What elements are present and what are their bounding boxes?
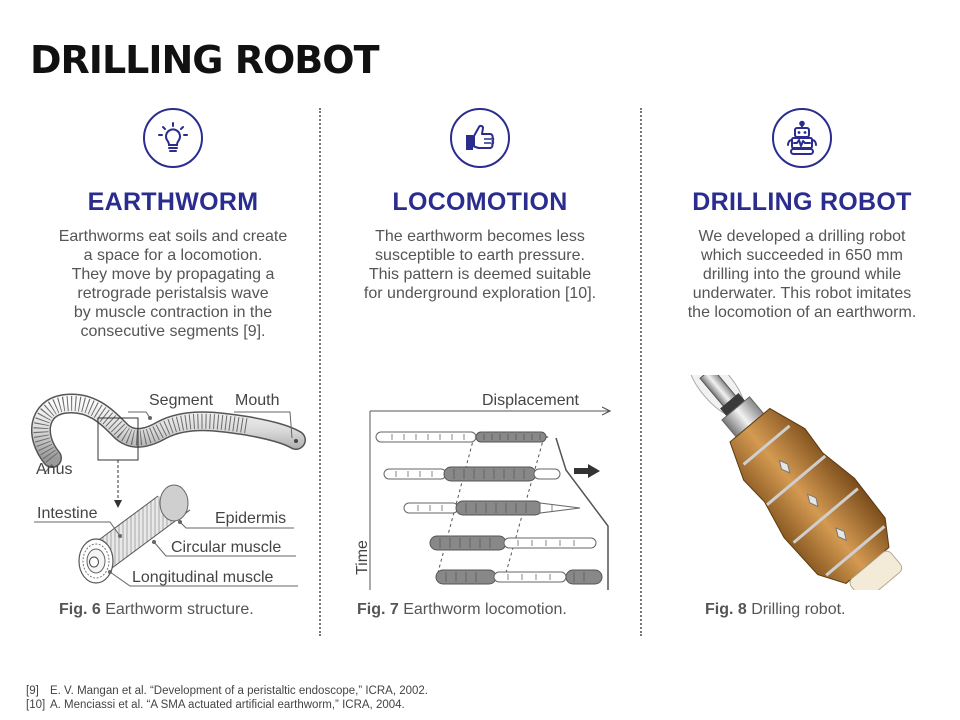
robot-icon [772, 108, 832, 168]
segment-rings [391, 434, 585, 582]
label-longitudinal-muscle: Longitudinal muscle [132, 569, 274, 586]
column-heading: LOCOMOTION [392, 188, 568, 216]
caption-number: Fig. 8 [705, 601, 747, 618]
column-divider [319, 108, 321, 636]
thumbs-up-icon [450, 108, 510, 168]
column-heading: EARTHWORM [87, 188, 259, 216]
reference-number: [10] [26, 699, 46, 711]
label-segment: Segment [149, 392, 214, 409]
page-title: DRILLING ROBOT [30, 38, 379, 82]
worm-row [375, 431, 549, 443]
column-body: The earthworm becomes less susceptible t… [363, 228, 597, 302]
reference-text: E. V. Mangan et al. “Development of a pe… [50, 685, 429, 697]
label-epidermis: Epidermis [215, 510, 286, 527]
caption-text: Earthworm structure. [100, 601, 254, 618]
caption-number: Fig. 7 [357, 601, 399, 618]
worm-row [383, 466, 561, 482]
column-body: Earthworms eat soils and create a space … [58, 228, 288, 340]
worm-row [435, 569, 603, 585]
earthworm-locomotion-figure: Displacement Time [354, 392, 618, 590]
column-heading: DRILLING ROBOT [692, 188, 912, 216]
y-axis-label: Time [354, 540, 371, 575]
fig7-caption: Fig. 7 Earthworm locomotion. [357, 601, 567, 619]
reference-item: [10] A. Menciassi et al. “A SMA actuated … [26, 698, 428, 712]
worm-row [403, 500, 581, 516]
column-locomotion: LOCOMOTION The earthworm becomes less su… [335, 108, 625, 303]
caption-text: Drilling robot. [746, 601, 846, 618]
column-divider [640, 108, 642, 636]
label-mouth: Mouth [235, 392, 279, 409]
label-intestine: Intestine [37, 505, 98, 522]
reference-text: A. Menciassi et al. “A SMA actuated arti… [50, 699, 405, 711]
label-anus: Anus [36, 461, 72, 478]
worm-row [429, 535, 597, 551]
drilling-robot-figure [687, 375, 903, 590]
fig6-caption: Fig. 6 Earthworm structure. [59, 601, 254, 619]
fig8-caption: Fig. 8 Drilling robot. [705, 601, 845, 619]
reference-item: [9] E. V. Mangan et al. “Development of a… [26, 684, 428, 698]
lightbulb-icon [143, 108, 203, 168]
earthworm-structure-figure: Segment Mouth Anus Intestine Epidermis C… [30, 392, 306, 587]
caption-text: Earthworm locomotion. [398, 601, 567, 618]
x-axis-label: Displacement [482, 392, 579, 409]
column-drilling-robot: DRILLING ROBOT We developed a drilling r… [657, 108, 947, 322]
caption-number: Fig. 6 [59, 601, 101, 618]
label-circular-muscle: Circular muscle [171, 539, 281, 556]
column-earthworm: EARTHWORM Earthworms eat soils and creat… [28, 108, 318, 341]
reference-number: [9] [26, 685, 39, 697]
column-body: We developed a drilling robot which succ… [687, 228, 917, 321]
references: [9] E. V. Mangan et al. “Development of a… [26, 684, 428, 712]
